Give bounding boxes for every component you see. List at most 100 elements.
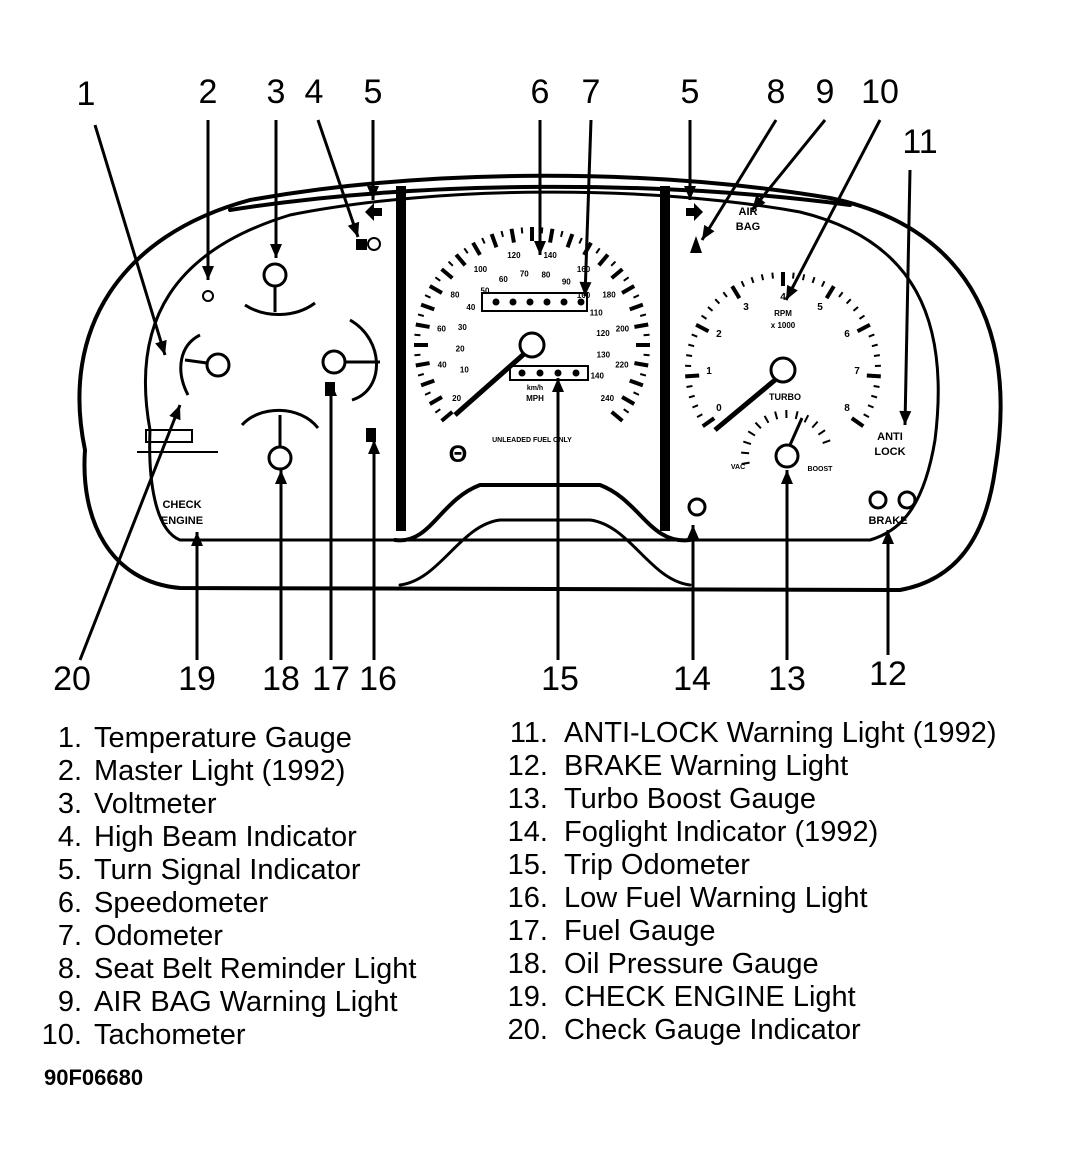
callout-arrowhead: [882, 530, 894, 544]
legend-number: 18.: [507, 948, 548, 980]
speedometer-tick: [597, 253, 610, 267]
callout-leader-line: [700, 119, 778, 241]
speedometer-tick: [595, 247, 601, 254]
tachometer-tick: [863, 413, 870, 419]
speed-tick-label-mph: 20: [456, 344, 465, 353]
odometer-digit: [509, 298, 517, 306]
tachometer-tick: [824, 285, 836, 300]
legend-number: 19.: [507, 981, 548, 1013]
callout-number: 20: [53, 660, 91, 698]
trip-odometer-window: [509, 365, 589, 381]
tachometer-tick: [866, 373, 881, 379]
callout-number: 8: [767, 73, 786, 111]
callout-arrowhead: [368, 440, 380, 454]
callout-number: 5: [681, 73, 700, 111]
speedometer-tick: [548, 228, 555, 243]
tachometer-tick: [820, 280, 826, 288]
callout-number: 17: [312, 660, 350, 698]
high-beam-icon: [356, 239, 367, 250]
tachometer-tick: [686, 384, 693, 389]
legend-text: High Beam Indicator: [94, 821, 357, 853]
callout-leader-line: [750, 119, 827, 211]
tachometer-tick: [873, 354, 881, 357]
speed-tick-label-kmh: 20: [452, 394, 461, 403]
speedometer-tick: [565, 233, 575, 248]
brake-icon-left: [868, 490, 888, 510]
legend-item: 17.Fuel Gauge: [500, 915, 996, 948]
speedometer-tick: [610, 267, 624, 280]
tachometer-tick: [685, 373, 700, 379]
legend-number: 17.: [507, 915, 548, 947]
voltmeter-pivot: [262, 262, 288, 288]
speed-tick-label-mph: 70: [520, 269, 529, 278]
speedometer-tick: [643, 353, 650, 357]
tachometer-tick: [691, 333, 698, 338]
rpm-tick-label: 3: [743, 302, 749, 313]
legend-number: 4.: [57, 821, 82, 853]
speed-tick-label-kmh: 180: [602, 291, 616, 300]
callout-arrowhead: [752, 195, 766, 210]
legend-text: Odometer: [94, 920, 223, 952]
tachometer-tick: [760, 274, 765, 281]
legend-item: 4. High Beam Indicator: [30, 821, 416, 854]
tachometer-tick: [701, 416, 716, 428]
speedometer-tick: [540, 227, 544, 234]
legend-text: Check Gauge Indicator: [564, 1014, 861, 1046]
callout-number: 15: [541, 660, 579, 698]
legend-text: Temperature Gauge: [94, 722, 352, 754]
boost-tick: [803, 414, 810, 423]
callout-arrowhead: [347, 221, 360, 237]
tachometer-tick: [858, 314, 866, 320]
speed-tick-label-mph: 10: [460, 366, 469, 375]
speedometer-tick: [520, 227, 524, 234]
speedometer-tick: [415, 322, 430, 329]
rpm-tick-label: 0: [716, 403, 722, 414]
callout-number: 2: [199, 73, 218, 111]
speedometer-tick: [420, 378, 435, 388]
speed-tick-label-mph: 120: [596, 329, 610, 338]
legend-text: Tachometer: [94, 1019, 246, 1051]
speedometer-tick: [489, 233, 499, 248]
mph-label: MPH: [526, 394, 544, 403]
tachometer-tick: [771, 272, 774, 279]
tachometer-tick: [714, 298, 721, 305]
speed-tick-label-kmh: 100: [474, 265, 488, 274]
speedometer-tick: [434, 408, 441, 414]
legend-text: Low Fuel Warning Light: [564, 882, 868, 914]
speedometer-tick: [629, 378, 644, 388]
legend-number: 3.: [57, 788, 82, 820]
tachometer-tick: [707, 306, 714, 312]
foglight-icon: [687, 497, 707, 517]
tachometer-pivot: [769, 356, 797, 384]
callout-arrowhead: [684, 186, 696, 200]
tachometer-needle: [713, 378, 777, 432]
callout-arrowhead: [534, 241, 546, 255]
legend-text: Oil Pressure Gauge: [564, 948, 819, 980]
legend-text: Speedometer: [94, 887, 269, 919]
legend-item: 15.Trip Odometer: [500, 849, 996, 882]
speedometer-needle: [453, 352, 526, 417]
callout-arrowhead: [579, 281, 592, 296]
lower-hood-arch-inner: [398, 518, 692, 587]
legend-item: 11.ANTI-LOCK Warning Light (1992): [500, 717, 997, 750]
callout-leader-line: [784, 119, 882, 301]
speed-tick-label-mph: 50: [481, 286, 490, 295]
left-divider: [396, 186, 406, 531]
speedometer-tick: [500, 230, 504, 238]
callout-number: 12: [869, 655, 907, 693]
speedometer-tick: [463, 247, 469, 254]
tachometer-tick: [867, 404, 874, 409]
speedometer-tick: [639, 373, 647, 377]
callout-number: 6: [531, 73, 550, 111]
legend-item: 6. Speedometer: [30, 887, 416, 920]
turn-signal-right-icon: [686, 203, 703, 221]
callout-number: 11: [902, 123, 937, 161]
legend-item: 5.Turn Signal Indicator: [30, 854, 416, 887]
unleaded-fuel-label: UNLEADED FUEL ONLY: [492, 437, 572, 444]
legend-number: 6.: [57, 887, 82, 919]
boost-tick: [741, 461, 750, 465]
legend-number: 1.: [57, 722, 82, 754]
legend-item: 9.AIR BAG Warning Light: [30, 986, 416, 1019]
speedometer-tick: [509, 228, 516, 243]
